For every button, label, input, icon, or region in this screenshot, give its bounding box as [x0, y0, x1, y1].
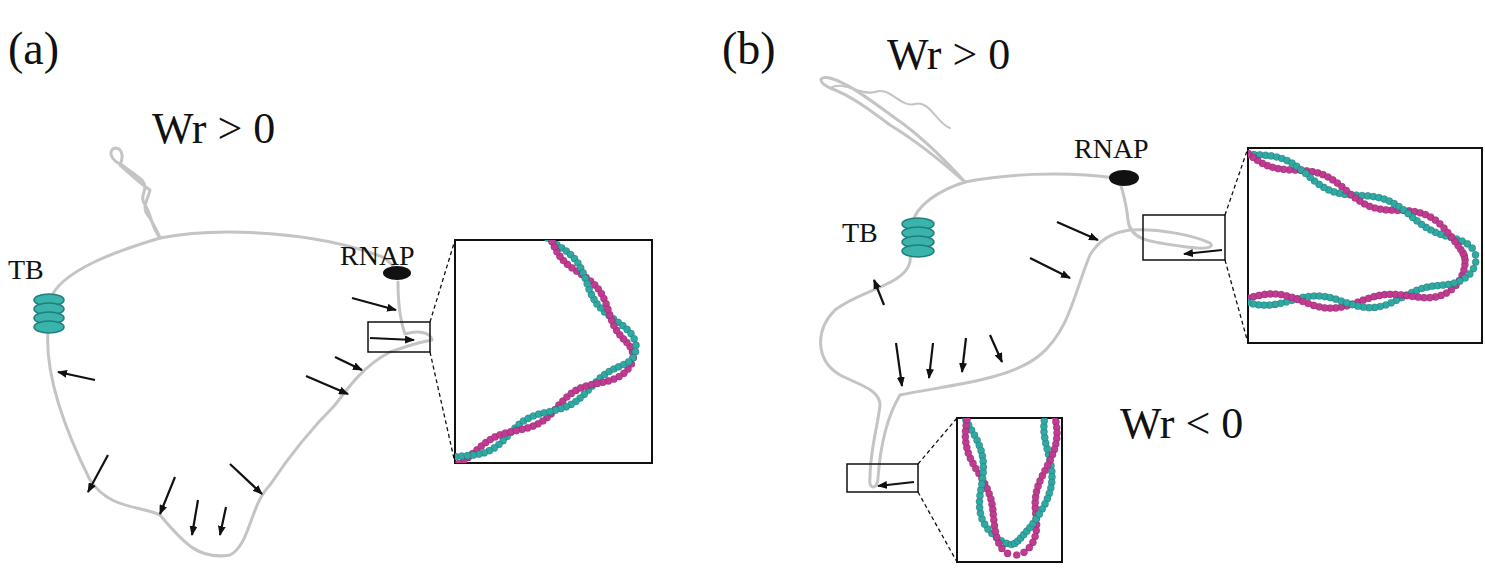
panel-label: (a) — [8, 26, 59, 72]
nucleotide-bead — [548, 240, 555, 245]
double-helix — [1248, 148, 1479, 312]
protein-label: TB — [842, 219, 878, 247]
nucleotide-bead — [1044, 462, 1051, 469]
nucleotide-bead — [513, 427, 520, 434]
nucleotide-bead — [1343, 299, 1350, 306]
writhe-label: Wr > 0 — [152, 107, 275, 151]
nucleotide-bead — [464, 452, 471, 459]
plectoneme — [111, 148, 160, 238]
nucleotide-bead — [1248, 150, 1252, 157]
zoom-box — [368, 148, 1482, 562]
nucleotide-bead — [546, 408, 553, 415]
arrow — [990, 335, 1002, 362]
arrow — [1030, 258, 1070, 278]
panel-label: (b) — [722, 26, 776, 72]
nucleotide-bead — [632, 342, 639, 349]
arrow — [352, 298, 396, 310]
arrow — [896, 343, 902, 386]
nucleotide-bead — [1013, 551, 1020, 558]
nucleotide-bead — [584, 280, 591, 287]
arrow — [878, 482, 914, 486]
arrow — [335, 357, 362, 370]
nucleotide-bead — [1472, 259, 1479, 266]
arrow — [88, 455, 108, 492]
nucleotide-bead — [455, 462, 457, 463]
arrow — [962, 338, 966, 372]
protein-label: RNAP — [1074, 135, 1149, 163]
nucleotide-bead — [1020, 549, 1027, 556]
nucleotide-bead — [963, 418, 970, 423]
dna-loop — [48, 238, 432, 556]
nucleotide-bead — [548, 240, 555, 245]
direction-arrows — [58, 222, 1222, 535]
nucleotide-bead — [1409, 293, 1416, 300]
arrow — [230, 464, 262, 494]
nucleotide-bead — [1472, 251, 1479, 258]
topological-barrier — [34, 218, 934, 333]
nucleotide-bead — [1004, 550, 1011, 557]
nucleotide-bead — [1302, 170, 1309, 177]
nucleotide-bead — [1248, 299, 1251, 306]
nucleotide-bead — [1299, 298, 1306, 305]
arrow — [929, 343, 933, 378]
writhe-label: Wr < 0 — [1120, 402, 1243, 446]
arrow — [370, 338, 414, 340]
nucleotide-bead — [1042, 418, 1049, 419]
arrow — [192, 500, 198, 535]
nucleotide-bead — [631, 335, 638, 342]
writhe-label: Wr > 0 — [887, 33, 1010, 77]
arrow — [1057, 222, 1098, 240]
plectoneme — [830, 86, 950, 128]
arrow — [1184, 250, 1222, 254]
double-helix — [455, 240, 640, 463]
arrow — [306, 376, 348, 394]
nucleotide-bead — [1036, 510, 1043, 517]
arrow — [220, 507, 226, 535]
arrow — [160, 477, 175, 514]
protein-label: RNAP — [340, 242, 415, 270]
protein-label: TB — [8, 256, 44, 284]
nucleotide-bead — [992, 528, 999, 535]
arrow — [58, 372, 95, 380]
arrow — [874, 280, 884, 305]
dna-loop — [965, 174, 1115, 182]
nucleotide-bead — [1451, 280, 1458, 287]
plectoneme — [821, 78, 965, 182]
zoom-leader — [430, 148, 1248, 562]
nucleotide-bead — [978, 481, 985, 488]
nucleotide-bead — [1444, 229, 1451, 236]
nucleotide-bead — [1405, 210, 1412, 217]
nucleotide-bead — [1469, 245, 1476, 252]
double-helix — [960, 418, 1061, 559]
nucleotide-bead — [594, 380, 601, 387]
nucleotide-bead — [604, 306, 611, 313]
rnap-symbol — [383, 170, 1139, 280]
nucleotide-bead — [1343, 187, 1350, 194]
nucleotide-bead — [625, 358, 632, 365]
